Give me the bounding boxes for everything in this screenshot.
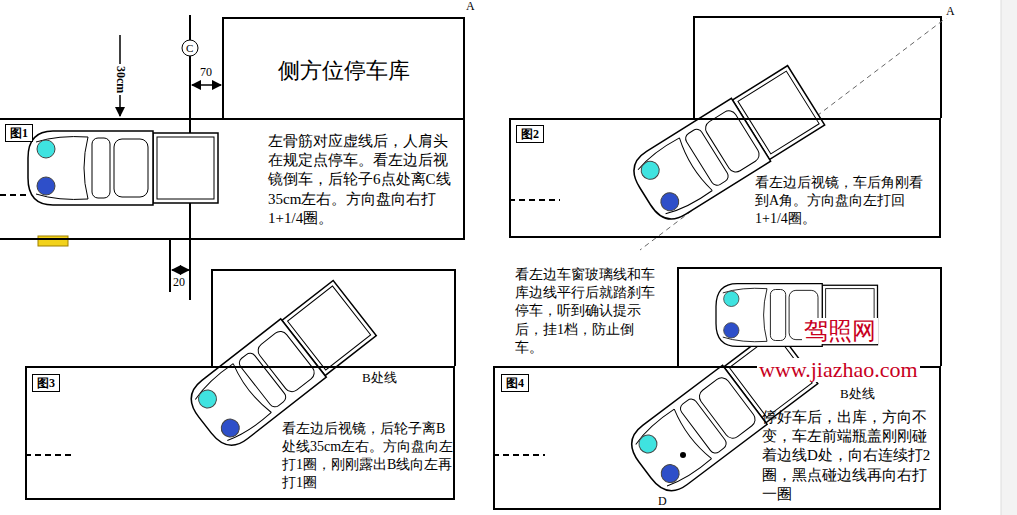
page-margin: [1001, 0, 1017, 515]
dashed-mark: [0, 195, 560, 455]
black-dot: [680, 452, 686, 458]
dimension-arrow: [172, 269, 189, 271]
instruction-text: 看左边后视镜，车后角刚看到A角。方向盘向左打回1+1/4圈。: [755, 174, 931, 228]
page-margin-line: [1001, 0, 1002, 515]
parking-garage: 侧方位停车库: [222, 17, 465, 120]
figure-number: 图4: [506, 376, 524, 390]
corner-label: A: [464, 0, 477, 13]
instruction-text: 看左边车窗玻璃线和车库边线平行后就踏刹车停车，听到确认提示后，挂1档，防止倒车。: [513, 266, 657, 357]
figure-tag: 图4: [501, 374, 529, 392]
corner-label: A: [944, 5, 957, 18]
garage-title: 侧方位停车库: [224, 57, 463, 85]
road-panel: 左骨筋对应虚线后，人肩头在规定点停车。看左边后视镜倒车，后轮子6点处离C线35c…: [0, 118, 465, 240]
instruction-text: 左骨筋对应虚线后，人肩头在规定点停车。看左边后视镜倒车，后轮子6点处离C线35c…: [268, 132, 458, 228]
dimension: 20: [171, 276, 187, 289]
figure-tag: 图3: [32, 374, 60, 392]
dimension-arrow: [192, 84, 221, 86]
figure-tag: 图2: [516, 125, 544, 143]
line-label: B处线: [838, 387, 877, 401]
watermark: www.jiazhao.com: [757, 358, 920, 382]
car-figure: [28, 131, 218, 205]
road-panel: 看左边后视镜，车后角刚看到A角。方向盘向左打回1+1/4圈。 图2: [509, 118, 941, 238]
figure-tag: 图1: [5, 124, 33, 142]
line-label: C: [186, 42, 193, 54]
figure-number: 图3: [37, 376, 55, 390]
watermark: 驾照网: [802, 318, 878, 344]
marker-block: [38, 236, 68, 246]
point-label: D: [656, 495, 669, 508]
figure-number: 图1: [10, 126, 28, 140]
dimension: 70: [198, 66, 214, 79]
line-label: B处线: [360, 371, 399, 385]
road-panel: 看左边后视镜，后轮子离B处线35cm左右。方向盘向左打1圈，刚刚露出B线向左再打…: [25, 366, 455, 500]
garage-outline: [678, 268, 941, 366]
instruction-text: 停好车后，出库，方向不变，车左前端瓶盖刚刚碰着边线D处，向右连续打2圈，黑点碰边…: [762, 408, 938, 504]
figure-number: 图2: [521, 127, 539, 141]
dimension: 30cm: [114, 64, 127, 95]
instruction-text: 看左边后视镜，后轮子离B处线35cm左右。方向盘向左打1圈，刚刚露出B线向左再打…: [282, 420, 454, 492]
line-marker: [182, 40, 198, 56]
car-figure: [716, 284, 878, 347]
